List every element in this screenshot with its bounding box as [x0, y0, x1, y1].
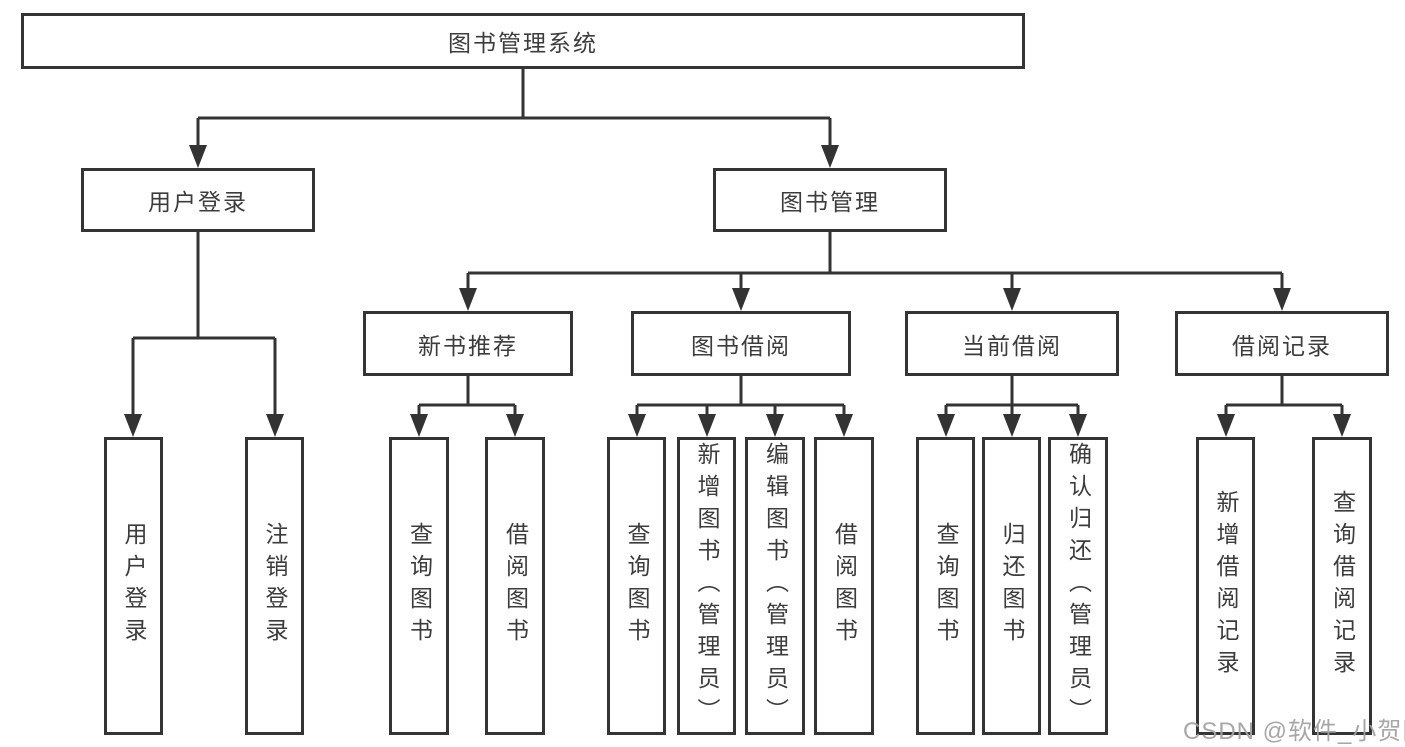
node-borrow-records: 借阅记录 — [1175, 311, 1389, 376]
node-user-login: 用户登录 — [81, 168, 315, 232]
node-new-book-recommend: 新书推荐 — [363, 311, 573, 376]
leaf-logout: 注销登录 — [245, 437, 304, 735]
node-label: 确认归还（管理员） — [1065, 442, 1092, 730]
node-book-management: 图书管理 — [713, 168, 947, 232]
node-label: 新书推荐 — [418, 332, 518, 359]
node-label: 图书借阅 — [691, 332, 791, 359]
node-root: 图书管理系统 — [21, 13, 1025, 69]
node-label: 新增图书（管理员） — [694, 442, 720, 730]
node-book-borrow: 图书借阅 — [631, 311, 851, 376]
node-label: 借阅记录 — [1232, 332, 1332, 359]
node-label: 用户登录 — [121, 522, 147, 650]
node-label: 图书管理 — [780, 189, 880, 215]
leaf-query-borrow-record: 查询借阅记录 — [1312, 437, 1372, 735]
leaf-add-borrow-record: 新增借阅记录 — [1196, 437, 1255, 735]
node-label: 新增借阅记录 — [1213, 490, 1239, 682]
leaf-add-book-admin: 新增图书（管理员） — [677, 437, 736, 735]
connector-lines — [131, 69, 1344, 416]
node-label: 归还图书 — [999, 522, 1025, 650]
node-label: 查询图书 — [624, 522, 650, 650]
node-label: 注销登录 — [262, 522, 288, 650]
node-current-borrow: 当前借阅 — [905, 311, 1119, 376]
node-label: 编辑图书（管理员） — [762, 442, 789, 730]
leaf-confirm-return-admin: 确认归还（管理员） — [1048, 437, 1108, 735]
arrowhead-icons — [124, 145, 1351, 437]
node-label: 查询图书 — [406, 522, 433, 650]
leaf-borrow-books: 借阅图书 — [814, 437, 874, 735]
leaf-query-books-recommend: 查询图书 — [389, 437, 449, 735]
node-label: 当前借阅 — [962, 332, 1062, 359]
node-label: 查询借阅记录 — [1329, 490, 1356, 682]
node-label: 用户登录 — [148, 189, 248, 215]
leaf-query-books-borrow: 查询图书 — [607, 437, 666, 735]
leaf-return-books: 归还图书 — [982, 437, 1041, 735]
csdn-watermark: CSDN @软件_小贺同学 — [1183, 718, 1405, 745]
node-label: 借阅图书 — [831, 522, 858, 650]
leaf-borrow-books-recommend: 借阅图书 — [485, 437, 545, 735]
node-label: 借阅图书 — [502, 522, 529, 650]
leaf-user-login: 用户登录 — [104, 437, 163, 735]
node-label: 查询图书 — [933, 522, 959, 650]
node-label: 图书管理系统 — [448, 30, 598, 56]
leaf-edit-book-admin: 编辑图书（管理员） — [745, 437, 805, 735]
leaf-query-books-current: 查询图书 — [916, 437, 975, 735]
